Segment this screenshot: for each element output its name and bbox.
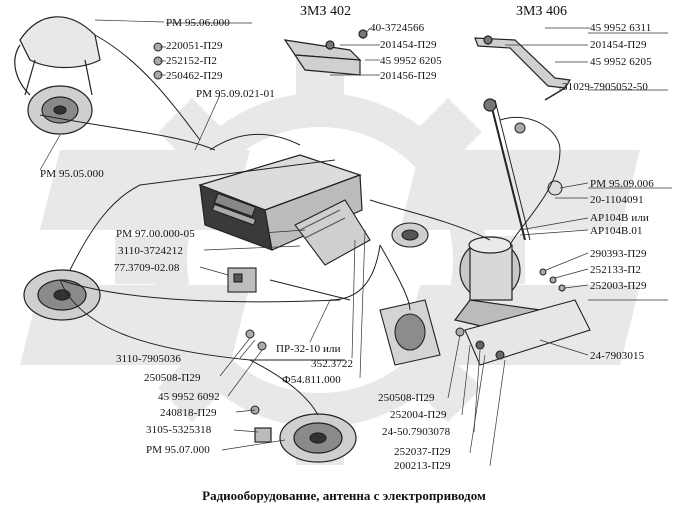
part-label-201454-b: 201454-П29: [590, 39, 647, 51]
part-label-24-7903015: 24-7903015: [590, 350, 645, 362]
part-label-3105-5325318: 3105-5325318: [146, 424, 212, 436]
part-label-252004: 252004-П29: [390, 409, 447, 421]
part-label-240818: 240818-П29: [160, 407, 217, 419]
part-label-45-9952-6311: 45 9952 6311: [590, 22, 652, 34]
part-label-250508-a: 250508-П29: [144, 372, 201, 384]
label-underlines: [166, 22, 672, 301]
part-label-201456: 201456-П29: [380, 70, 437, 82]
part-label-45-9952-6205-a: 45 9952 6205: [380, 55, 442, 67]
wiring-harness-lines: [39, 34, 561, 416]
part-label-40-3724566: 40-3724566: [370, 22, 425, 34]
part-label-45-9952-6092: 45 9952 6092: [158, 391, 220, 403]
part-label-pm95-05-000: PM 95.05.000: [40, 168, 104, 180]
diagram-caption: Радиооборудование, антенна с электроприв…: [202, 488, 486, 503]
part-label-pm95-09-021: PM 95.09.021-01: [196, 88, 275, 100]
part-label-f54: Ф54.811.000: [282, 374, 341, 386]
part-label-220051: 220051-П29: [166, 40, 223, 52]
leader-lines: [39, 19, 590, 467]
part-label-pm95-06-000: PM 95.06.000: [166, 17, 230, 29]
part-label-20-1104091: 20-1104091: [590, 194, 644, 206]
part-label-45-9952-6205-b: 45 9952 6205: [590, 56, 652, 68]
part-label-252152: 252152-П2: [166, 55, 218, 67]
part-label-pm97-00-000: PM 97.00.000-05: [116, 228, 195, 240]
part-label-290393: 290393-П29: [590, 248, 647, 260]
bracket-zmz402-icon: [283, 29, 368, 76]
part-label-3110-3724212: 3110-3724212: [118, 245, 183, 257]
part-label-252133: 252133-П2: [590, 264, 642, 276]
part-label-250462: 250462-П29: [166, 70, 223, 82]
part-label-24-50-7903078: 24-50.7903078: [382, 426, 451, 438]
part-label-201454-a: 201454-П29: [380, 39, 437, 51]
part-label-352-3722: 352.3722: [311, 358, 354, 370]
part-label-252037: 252037-П29: [394, 446, 451, 458]
section-header-zmz406: ЗМЗ 406: [516, 4, 567, 19]
part-label-ap104b01: AP104B.01: [590, 225, 643, 237]
rear-speaker-left-icon: [14, 16, 101, 135]
part-label-252003: 252003-П29: [590, 280, 647, 292]
part-label-pr32: ПР-32-10 или: [276, 343, 341, 355]
part-label-ap104b: AP104B или: [590, 212, 649, 224]
connector-block-icon: [227, 267, 257, 293]
part-label-200213: 200213-П29: [394, 460, 451, 472]
antenna-mount-icon: [294, 199, 371, 266]
part-label-250508-b: 250508-П29: [378, 392, 435, 404]
part-label-31029: 31029-7905052-50: [562, 81, 648, 93]
front-speaker-left-icon: [23, 269, 101, 321]
part-label-pm95-09-006: PM 95.09.006: [590, 178, 654, 190]
section-header-zmz402: ЗМЗ 402: [300, 4, 351, 19]
part-label-77-3709: 77.3709-02.08: [114, 262, 180, 274]
antenna-bracket-icon: [464, 299, 591, 366]
part-label-3110-7905036: 3110-7905036: [116, 353, 181, 365]
front-speaker-right-icon: [379, 222, 441, 366]
part-label-pm95-07-000: PM 95.07.000: [146, 444, 210, 456]
bottom-speaker-icon: [254, 413, 357, 463]
watermark-logo: [20, 55, 640, 465]
